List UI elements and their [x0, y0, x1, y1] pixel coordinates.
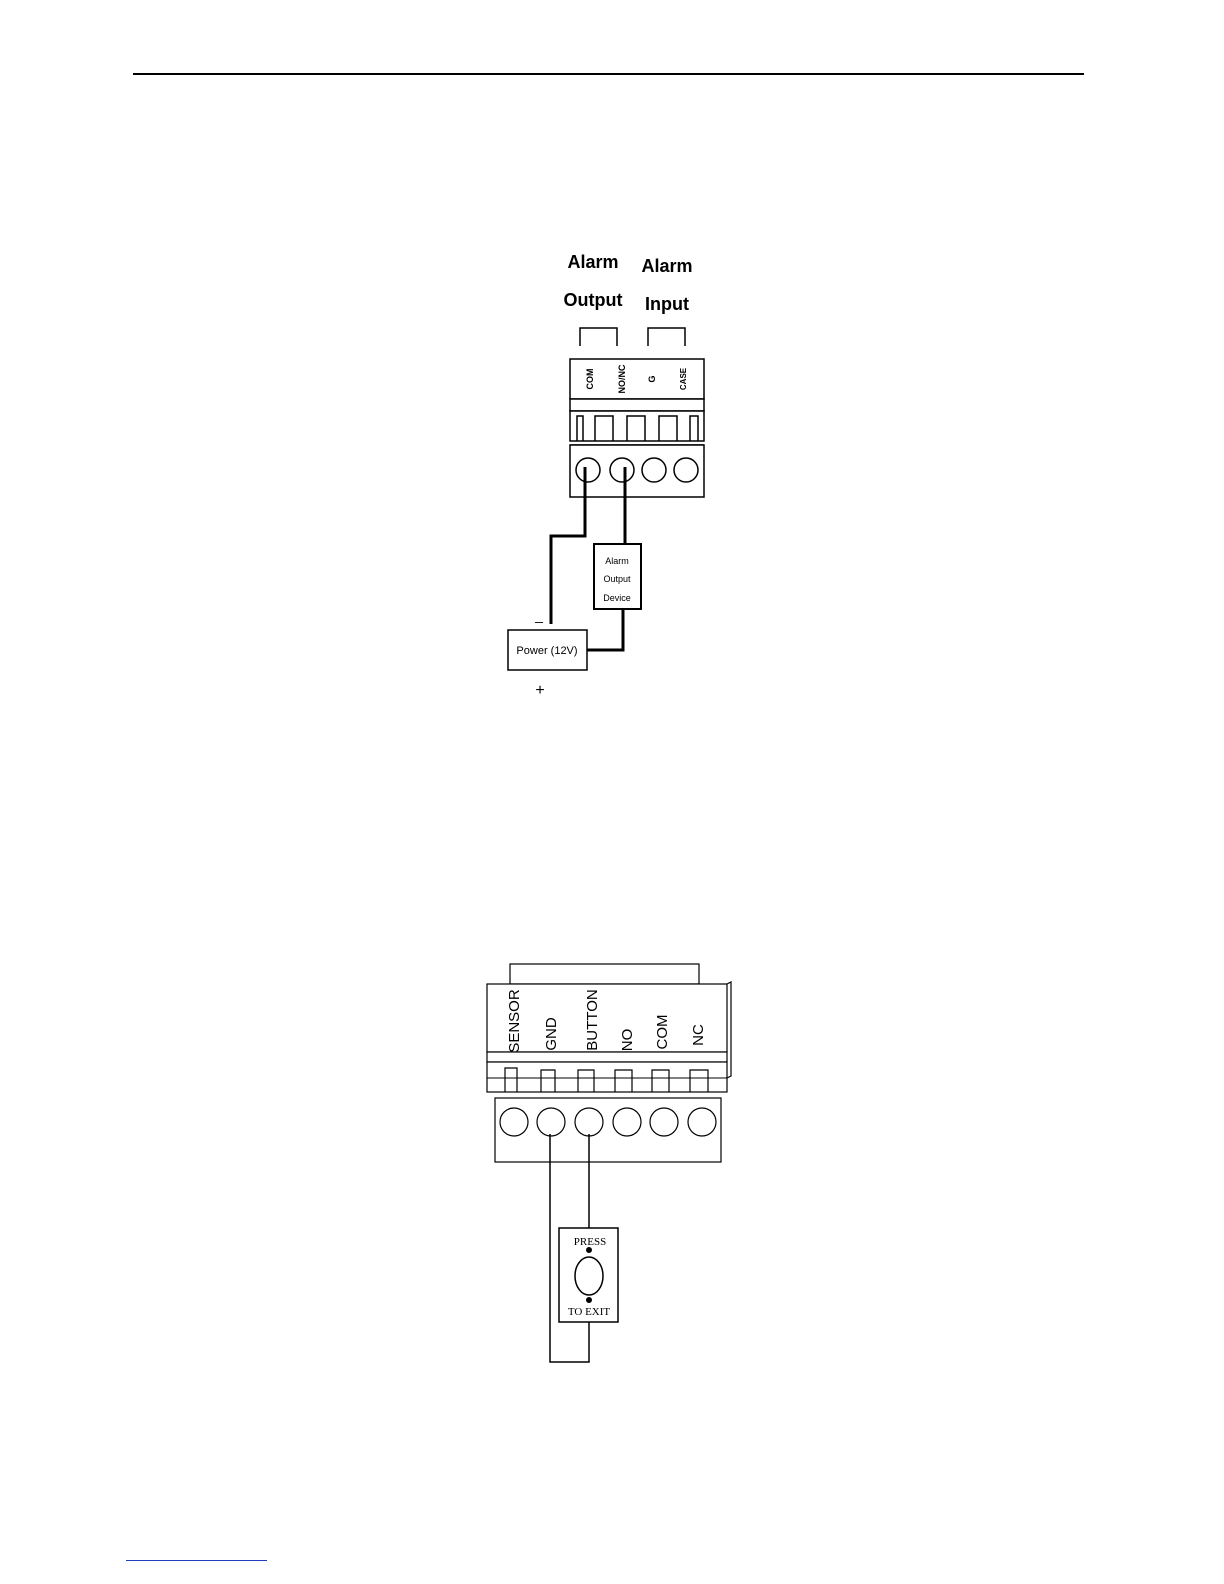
terminal-button-label: BUTTON	[584, 989, 601, 1050]
exit-button-top-dot	[586, 1247, 592, 1253]
screw-sensor	[500, 1108, 528, 1136]
connector-ridge	[487, 1052, 727, 1062]
screw-no	[613, 1108, 641, 1136]
alarm-output-label-line1: Alarm	[567, 252, 618, 272]
power-supply-label: Power (12V)	[516, 645, 577, 657]
terminal-no-nc-label: NO/NC	[617, 364, 627, 394]
terminal-case-label: CASE	[679, 367, 688, 390]
alarm-output-bracket	[580, 328, 617, 346]
terminal-block-ridge	[570, 399, 704, 411]
alarm-output-label-line2: Output	[564, 290, 623, 310]
exit-button-bottom-label: TO EXIT	[568, 1306, 611, 1318]
footer-link-underline	[126, 1560, 267, 1561]
terminal-g-label: G	[647, 375, 657, 382]
screw-nc	[688, 1108, 716, 1136]
terminal-com-label-2: COM	[654, 1015, 671, 1050]
screw-button	[575, 1108, 603, 1136]
exit-button-icon	[575, 1257, 603, 1295]
exit-button-top-label: PRESS	[574, 1236, 606, 1248]
device-label-line2: Output	[603, 574, 631, 584]
alarm-input-label-line2: Input	[645, 294, 689, 314]
alarm-input-label-line1: Alarm	[641, 256, 692, 276]
alarm-output-diagram: Alarm Output Alarm Input COM NO/NC G CAS…	[508, 252, 704, 699]
terminal-no-label: NO	[619, 1029, 636, 1052]
terminal-sensor-label: SENSOR	[506, 989, 523, 1053]
screw-com	[576, 458, 600, 482]
connector-slot-row	[487, 1062, 727, 1092]
screw-gnd	[537, 1108, 565, 1136]
screw-no-nc	[610, 458, 634, 482]
screw-case	[674, 458, 698, 482]
minus-sign: _	[534, 607, 543, 623]
terminal-nc-label: NC	[690, 1024, 707, 1046]
exit-button-bottom-dot	[586, 1297, 592, 1303]
screw-com	[650, 1108, 678, 1136]
connector-top-cover	[510, 964, 699, 984]
screw-g	[642, 458, 666, 482]
terminal-com-label: COM	[585, 369, 595, 390]
wire-device-to-power	[587, 609, 623, 650]
device-label-line1: Alarm	[605, 556, 629, 566]
device-label-line3: Device	[603, 593, 631, 603]
connector-screw-area	[495, 1098, 721, 1162]
exit-button-diagram: SENSOR GND BUTTON NO COM NC PRESS	[487, 964, 731, 1362]
alarm-input-bracket	[648, 328, 685, 346]
plus-sign: +	[535, 682, 544, 699]
terminal-gnd-label: GND	[543, 1017, 560, 1051]
